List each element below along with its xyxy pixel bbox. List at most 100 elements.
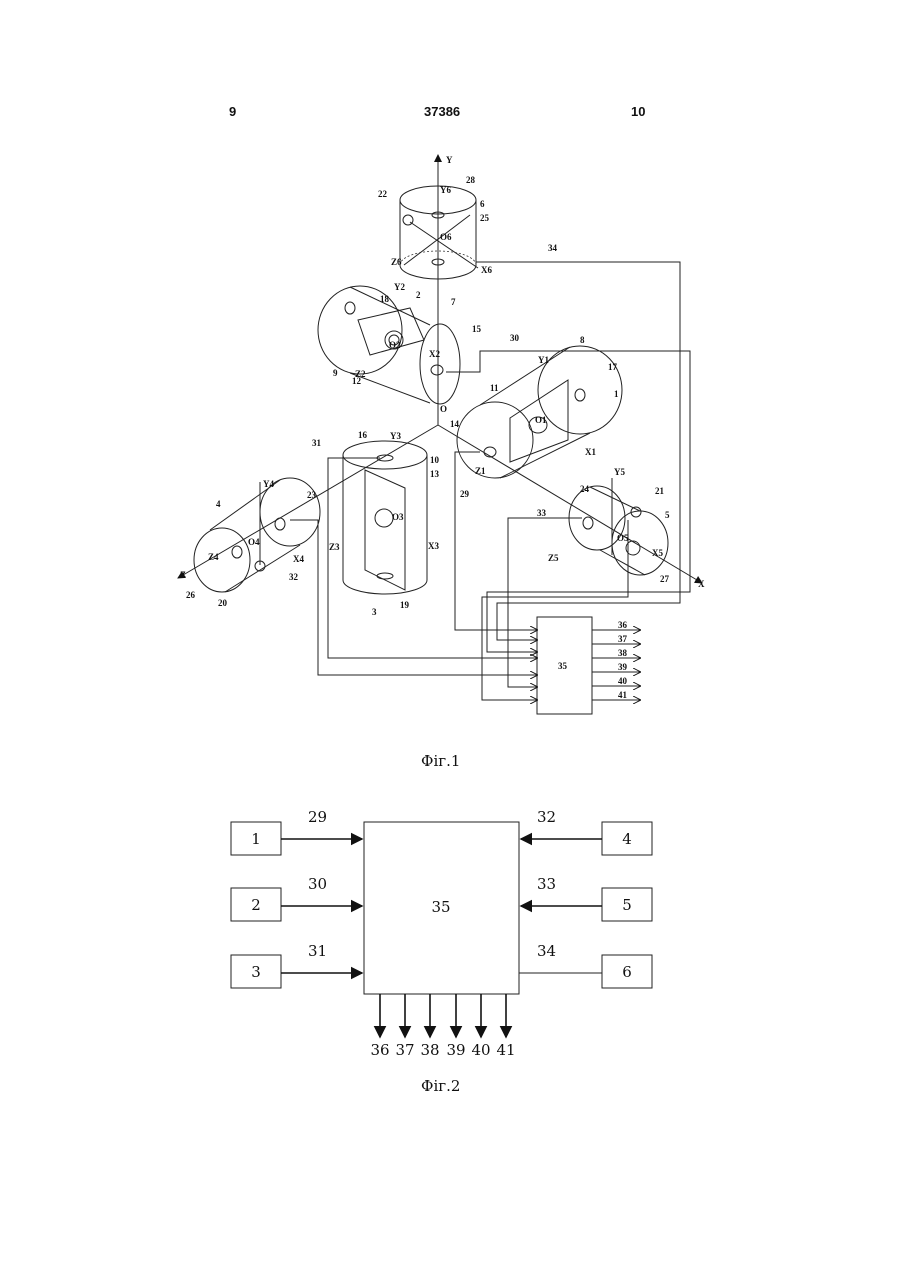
fig1-output-39: 39 xyxy=(618,662,628,672)
label-x1: X1 xyxy=(585,447,596,457)
label-7: 7 xyxy=(451,297,456,307)
label-29: 29 xyxy=(460,489,470,499)
label-8: 8 xyxy=(580,335,585,345)
figure-2-caption: Фіг.2 xyxy=(421,1077,460,1095)
label-o6: O6 xyxy=(440,232,452,242)
label-y6: Y6 xyxy=(440,185,451,195)
label-26: 26 xyxy=(186,590,196,600)
label-3: 3 xyxy=(372,607,377,617)
fig2-block-6-label: 6 xyxy=(622,963,632,981)
label-y1: Y1 xyxy=(538,355,549,365)
fig2-output-36: 36 xyxy=(370,1041,389,1059)
label-6: 6 xyxy=(480,199,485,209)
fig2-output-37: 37 xyxy=(395,1041,414,1059)
fig2-line-31-label: 31 xyxy=(308,942,327,960)
fig2-block-1-label: 1 xyxy=(251,830,261,848)
label-o3: O3 xyxy=(392,512,404,522)
fig1-output-40: 40 xyxy=(618,676,628,686)
label-o4: O4 xyxy=(248,537,260,547)
label-24: 24 xyxy=(580,484,590,494)
label-o1: O1 xyxy=(535,415,547,425)
axis-x-label: X xyxy=(698,579,705,589)
label-o2: O2 xyxy=(389,340,401,350)
label-18: 18 xyxy=(380,294,390,304)
label-2: 2 xyxy=(416,290,421,300)
label-y4: Y4 xyxy=(263,479,274,489)
label-25: 25 xyxy=(480,213,490,223)
label-31: 31 xyxy=(312,438,322,448)
label-30: 30 xyxy=(510,333,520,343)
axis-y-label: Y xyxy=(446,155,453,165)
axis-z-label: Z xyxy=(180,570,186,580)
fig1-output-37: 37 xyxy=(618,634,628,644)
fig2-line-33-label: 33 xyxy=(537,875,556,893)
label-17: 17 xyxy=(608,362,618,372)
sensor-6 xyxy=(400,186,478,279)
label-x6: X6 xyxy=(481,265,492,275)
label-z6: Z6 xyxy=(391,257,402,267)
label-5: 5 xyxy=(665,510,670,520)
fig2-outputs: 36 37 38 39 40 41 xyxy=(370,994,515,1059)
label-x2: X2 xyxy=(429,349,440,359)
figure-2: 35 1 29 2 30 3 31 4 32 5 33 6 34 xyxy=(231,808,652,1059)
fig2-line-32-label: 32 xyxy=(537,808,556,826)
fig2-line-30-label: 30 xyxy=(308,875,327,893)
label-32: 32 xyxy=(289,572,299,582)
fig1-signal-lines xyxy=(290,262,690,700)
sensor-1 xyxy=(457,346,622,478)
main-axes: Y X Z O xyxy=(178,155,705,589)
fig2-output-38: 38 xyxy=(420,1041,439,1059)
label-22: 22 xyxy=(378,189,388,199)
label-21: 21 xyxy=(655,486,665,496)
label-x3: X3 xyxy=(428,541,439,551)
label-z1: Z1 xyxy=(475,466,486,476)
fig2-output-41: 41 xyxy=(496,1041,515,1059)
label-x5: X5 xyxy=(652,548,663,558)
label-15: 15 xyxy=(472,324,482,334)
label-20: 20 xyxy=(218,598,228,608)
label-1: 1 xyxy=(614,389,619,399)
fig1-output-41: 41 xyxy=(618,690,628,700)
processing-unit-35-label: 35 xyxy=(558,661,568,671)
label-z4: Z4 xyxy=(208,552,219,562)
fig2-line-34-label: 34 xyxy=(537,942,556,960)
label-y2: Y2 xyxy=(394,282,405,292)
fig2-block-3-label: 3 xyxy=(251,963,261,981)
label-23: 23 xyxy=(307,490,317,500)
figure-1: Y X Z O xyxy=(178,155,705,714)
label-11: 11 xyxy=(490,383,499,393)
label-28: 28 xyxy=(466,175,476,185)
fig2-block-4-label: 4 xyxy=(622,830,632,848)
sensor-3 xyxy=(343,441,427,594)
label-y3: Y3 xyxy=(390,431,401,441)
fig2-line-29-label: 29 xyxy=(308,808,327,826)
figure-1-caption: Фіг.1 xyxy=(421,752,460,770)
label-z5: Z5 xyxy=(548,553,559,563)
sensor-4 xyxy=(194,478,320,592)
label-13: 13 xyxy=(430,469,440,479)
label-16: 16 xyxy=(358,430,368,440)
label-9: 9 xyxy=(333,368,338,378)
label-x4: X4 xyxy=(293,554,304,564)
label-10: 10 xyxy=(430,455,440,465)
label-y5: Y5 xyxy=(614,467,625,477)
label-33: 33 xyxy=(537,508,547,518)
fig1-outputs: 36 37 38 39 40 41 xyxy=(592,620,640,700)
label-27: 27 xyxy=(660,574,670,584)
fig2-output-39: 39 xyxy=(446,1041,465,1059)
label-z3: Z3 xyxy=(329,542,340,552)
origin-label: O xyxy=(440,404,447,414)
label-34: 34 xyxy=(548,243,558,253)
fig2-block-35-label: 35 xyxy=(431,898,450,916)
label-z2: Z2 xyxy=(355,369,366,379)
label-19: 19 xyxy=(400,600,410,610)
axis-x xyxy=(438,425,702,583)
fig1-output-36: 36 xyxy=(618,620,628,630)
fig2-output-40: 40 xyxy=(471,1041,490,1059)
fig2-block-2-label: 2 xyxy=(251,896,261,914)
fig2-block-5-label: 5 xyxy=(622,896,632,914)
label-o5: O5 xyxy=(617,533,629,543)
label-14: 14 xyxy=(450,419,460,429)
label-4: 4 xyxy=(216,499,221,509)
fig1-output-38: 38 xyxy=(618,648,628,658)
